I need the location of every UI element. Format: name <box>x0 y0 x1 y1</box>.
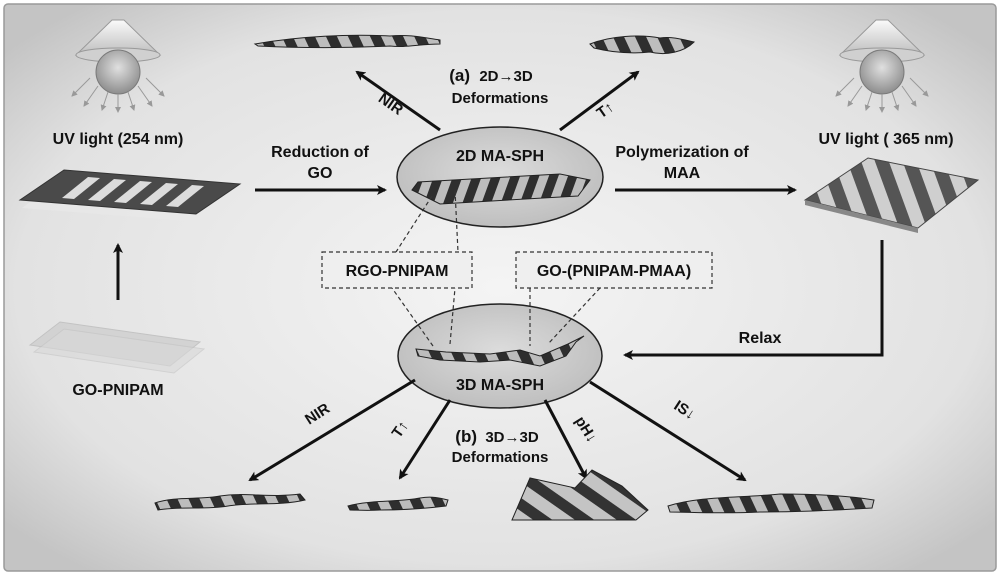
t-up-bottom-label: T↑ <box>389 418 412 441</box>
arrow-temp-bottom <box>398 399 452 480</box>
relax-arrow <box>623 240 884 360</box>
uv-light-right-label: UV light ( 365 nm) <box>818 131 953 148</box>
polymerization-label-line2: MAA <box>664 165 701 182</box>
deformed-sheet-temp-bottom <box>347 496 449 511</box>
uv-lamp-left-icon <box>71 19 165 113</box>
callout-rgo-label: RGO-PNIPAM <box>346 263 449 280</box>
callout-go-label: GO-(PNIPAM-PMAA) <box>537 263 691 280</box>
section-a-line2: Deformations <box>452 90 549 107</box>
sheet-2d-in-ellipse <box>411 173 591 205</box>
section-a-line1: 2D→3D <box>479 68 533 85</box>
section-b-line1: 3D→3D <box>485 429 539 446</box>
arrow-ph-bottom <box>543 399 588 480</box>
callout-rgo-pnipam: RGO-PNIPAM <box>321 189 473 347</box>
sheet-3d-in-ellipse <box>415 335 585 367</box>
panel-background <box>3 3 997 572</box>
polymerization-label-line1: Polymerization of <box>615 144 749 161</box>
reduction-label-line1: Reduction of <box>271 144 369 161</box>
arrow-is-bottom <box>589 380 747 482</box>
deformed-sheet-nir-bottom <box>154 493 306 511</box>
section-b-line2: Deformations <box>452 449 549 466</box>
deformed-sheet-temp-top <box>589 35 695 55</box>
callout-go-pnipam-pmaa: GO-(PNIPAM-PMAA) <box>515 251 713 346</box>
deformed-sheet-ph-bottom <box>511 469 649 521</box>
reduction-label-line2: GO <box>308 165 333 182</box>
go-pnipam-label: GO-PNIPAM <box>72 382 163 399</box>
arrow-temp-top <box>559 70 640 132</box>
striped-sheet <box>803 157 980 233</box>
arrow-nir-top <box>355 70 441 132</box>
uv-light-left-label: UV light (254 nm) <box>53 131 184 148</box>
relax-label: Relax <box>739 330 782 347</box>
arrow-nir-bottom <box>248 378 416 482</box>
t-up-top-label: T↑ <box>594 99 617 122</box>
uv-lamp-right-icon <box>835 19 929 113</box>
deformed-sheet-nir-top <box>253 34 441 48</box>
deformed-sheet-is-bottom <box>667 493 875 514</box>
ma-sph-3d-label: 3D MA-SPH <box>456 377 544 394</box>
ma-sph-2d-label: 2D MA-SPH <box>456 148 544 165</box>
section-a-prefix: (a) <box>449 66 470 85</box>
section-b-prefix: (b) <box>455 427 477 446</box>
photomask-sheet <box>18 169 242 222</box>
go-pnipam-film <box>28 321 206 374</box>
